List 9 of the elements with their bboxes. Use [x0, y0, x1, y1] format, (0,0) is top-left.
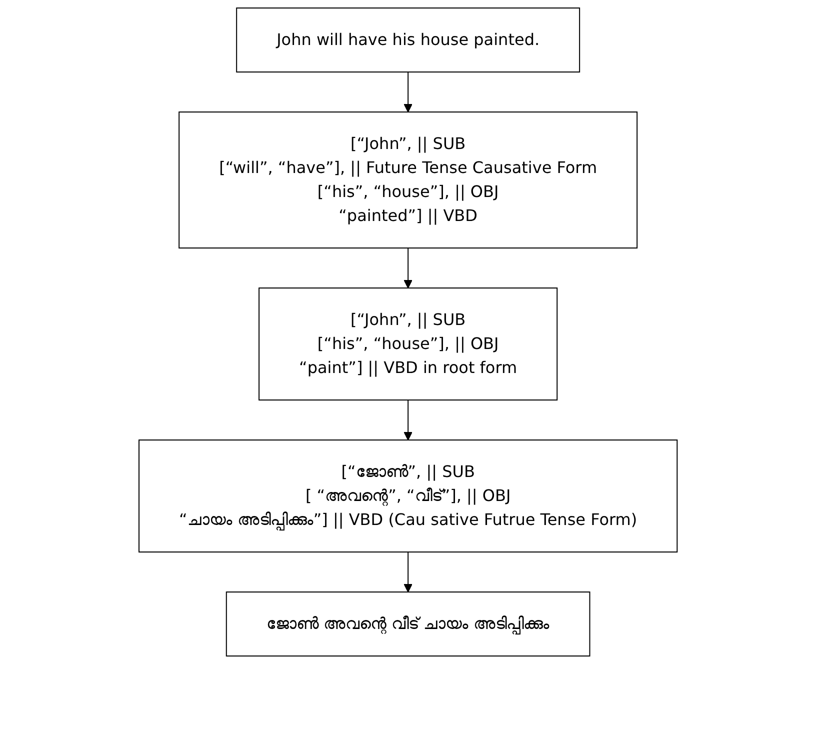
- arrow: [404, 72, 413, 112]
- arrow: [404, 552, 413, 592]
- node-box: ജോൺ അവന്റെ വീട് ചായം അടിപ്പിക്കും: [226, 592, 591, 656]
- node-box: [“John”, || SUB [“his”, “house”], || OBJ “paint”] || VBD in root form: [258, 288, 558, 400]
- node-box: [“ജോൺ”, || SUB [ “അവന്റെ”, “വീട്”], || OBJ “ചായം അടിപ്പിക്കും”] || VBD (Cau sative Futrue Tense Form): [138, 440, 678, 552]
- arrow: [404, 400, 413, 440]
- arrow: [404, 248, 413, 288]
- node-box: [“John”, || SUB [“will”, “have”], || Future Tense Causative Form [“his”, “house”], || OBJ “painted”] || VBD: [179, 112, 638, 248]
- node-box: John will have his house painted.: [236, 8, 580, 72]
